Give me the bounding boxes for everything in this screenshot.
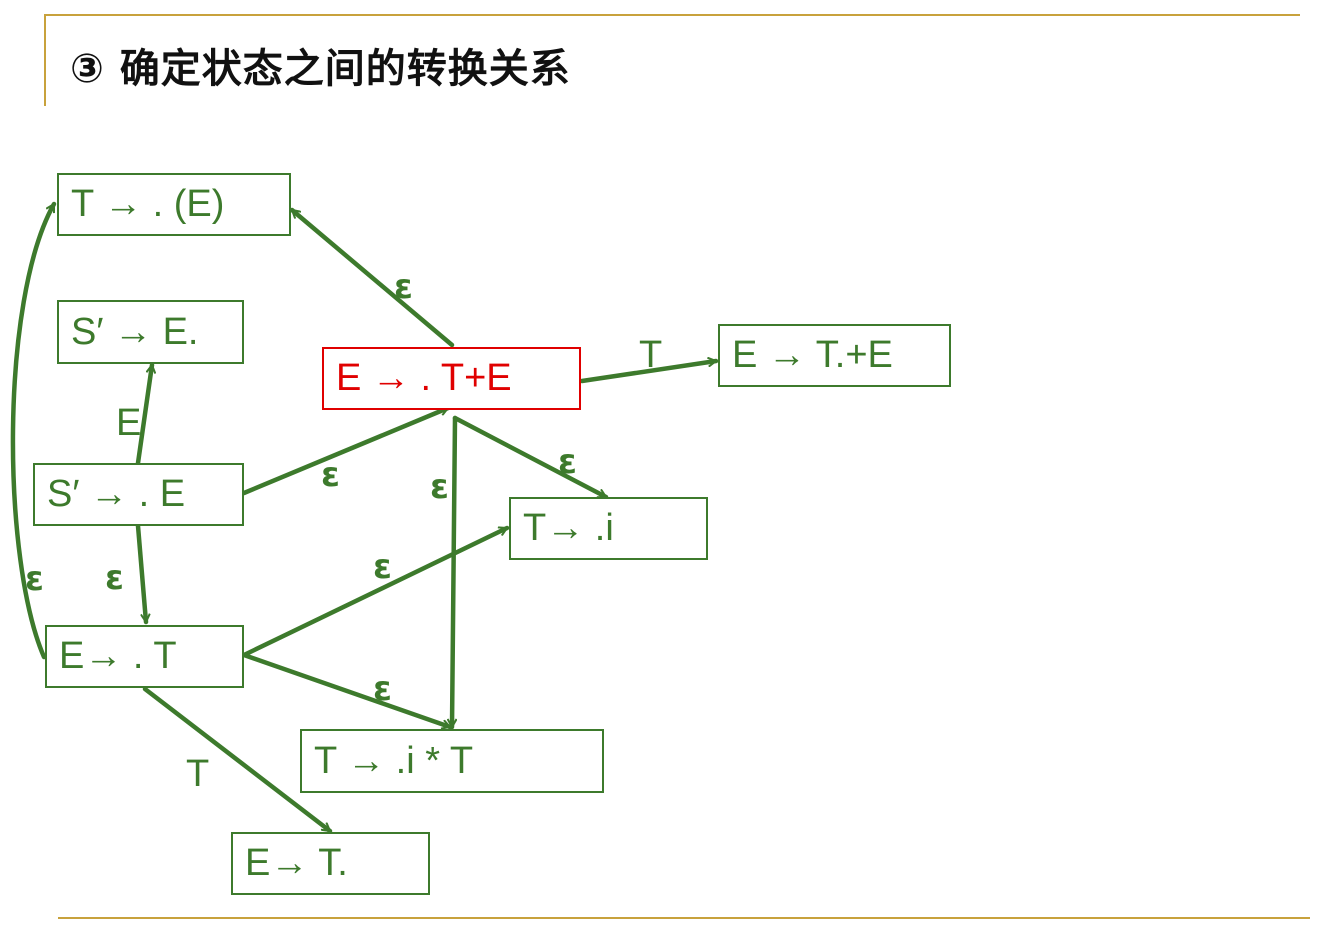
label-eps-to-tparen: ε	[394, 267, 413, 307]
edge-et-to-tistar	[241, 652, 453, 727]
label-e-to-sdone: E	[116, 402, 142, 444]
edge-etplus-to-etplus-after	[579, 361, 719, 384]
bottom-rule	[58, 917, 1310, 919]
state-s-done: S′ → E.	[57, 300, 244, 364]
label-t-to-etplus-after: T	[639, 334, 663, 376]
state-t-paren: T → . (E)	[57, 173, 291, 236]
label-t-et-to-done: T	[186, 753, 210, 795]
edge-etplus-to-tistar	[452, 415, 458, 730]
state-s-start: S′ → . E	[33, 463, 244, 526]
state-e-tplus-after: E → T.+E	[718, 324, 951, 387]
label-eps-etplus-down: ε	[430, 467, 449, 507]
state-s-start-label: S′ → . E	[47, 473, 186, 515]
left-rule	[44, 14, 46, 106]
edge-start-to-sdone	[135, 362, 152, 466]
label-eps-et-to-ti: ε	[373, 547, 392, 587]
edge-start-to-etplus	[241, 405, 451, 496]
state-e-tplus: E → . T+E	[322, 347, 581, 410]
state-e-tplus-label: E → . T+E	[336, 357, 512, 399]
edge-et-loop-to-tparen	[10, 201, 57, 660]
edge-et-to-done	[142, 686, 333, 834]
top-rule	[44, 14, 1300, 16]
edge-start-to-et	[135, 523, 146, 625]
label-eps-start-to-et: ε	[105, 558, 124, 598]
state-t-paren-label: T → . (E)	[71, 183, 225, 225]
edge-etplus-to-tparen	[289, 207, 455, 348]
edge-et-to-ti	[241, 525, 510, 658]
state-s-done-label: S′ → E.	[71, 310, 199, 353]
state-t-i-label: T→ .i	[523, 507, 614, 549]
edge-etplus-to-ti	[452, 415, 609, 500]
state-e-t-done: E→ T.	[231, 832, 430, 895]
label-eps-etplus-to-ti: ε	[558, 442, 577, 482]
label-eps-loop-left: ε	[25, 559, 44, 599]
label-eps-et-to-tistar: ε	[373, 669, 392, 709]
state-e-tplus-after-label: E → T.+E	[732, 334, 893, 376]
slide-title: ③ 确定状态之间的转换关系	[70, 46, 571, 92]
state-e-t: E→ . T	[45, 625, 244, 688]
state-t-istar: T → .i * T	[300, 729, 604, 793]
state-e-t-done-label: E→ T.	[245, 842, 348, 884]
state-e-t-label: E→ . T	[59, 635, 177, 677]
state-t-istar-label: T → .i * T	[314, 739, 474, 782]
label-eps-start-to-etplus: ε	[321, 455, 340, 495]
state-t-i: T→ .i	[509, 497, 708, 560]
